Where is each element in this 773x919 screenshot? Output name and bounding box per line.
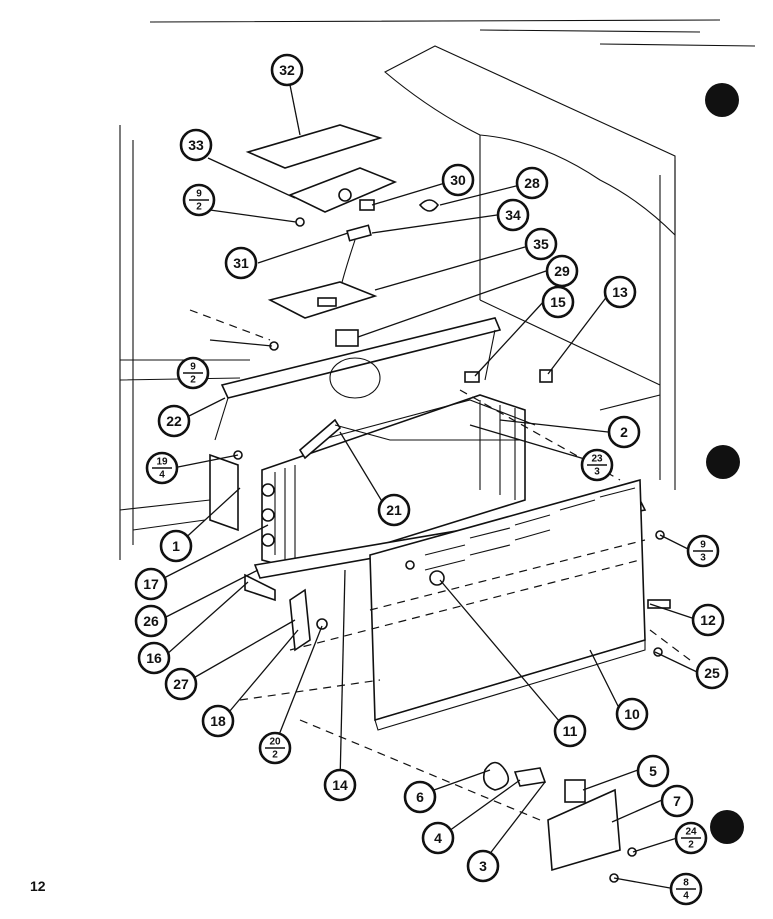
callout-24-2: 242 — [674, 821, 708, 855]
callout-15: 15 — [541, 285, 575, 319]
callout-5: 5 — [636, 754, 670, 788]
callout-top: 23 — [591, 454, 603, 465]
callout-top: 20 — [269, 737, 281, 748]
callout-4: 4 — [421, 821, 455, 855]
callout-bottom: 4 — [159, 470, 165, 481]
callout-35: 35 — [524, 227, 558, 261]
callout-top: 9 — [196, 189, 202, 200]
page-number: 12 — [30, 878, 46, 894]
callout-bottom: 4 — [683, 891, 689, 902]
callout-bottom: 2 — [272, 750, 278, 761]
callout-label: 28 — [524, 175, 540, 191]
callout-28: 28 — [515, 166, 549, 200]
callout-label: 3 — [479, 858, 487, 874]
callout-27: 27 — [164, 667, 198, 701]
callout-25: 25 — [695, 656, 729, 690]
callout-2: 2 — [607, 415, 641, 449]
cover-plate — [245, 124, 383, 169]
callout-31: 31 — [224, 246, 258, 280]
callout-6: 6 — [403, 780, 437, 814]
callout-9-2-b: 92 — [176, 356, 210, 390]
callout-label: 32 — [279, 62, 295, 78]
callout-14: 14 — [323, 768, 357, 802]
callout-top: 8 — [683, 878, 689, 889]
callout-23-3: 233 — [580, 448, 614, 482]
callout-9-3: 93 — [686, 534, 720, 568]
callout-19-4: 194 — [145, 451, 179, 485]
callout-bottom: 2 — [190, 375, 196, 386]
callout-label: 14 — [332, 777, 348, 793]
fan-motor-assembly — [482, 761, 637, 883]
callout-bottom: 3 — [594, 467, 600, 478]
callout-10: 10 — [615, 697, 649, 731]
callout-top: 24 — [685, 827, 697, 838]
callout-group: 32 33 92 30 28 34 31 35 29 13 15 92 22 2… — [134, 53, 729, 906]
callout-18: 18 — [201, 704, 235, 738]
callout-bottom: 2 — [688, 840, 694, 851]
callout-label: 22 — [166, 413, 182, 429]
callout-29: 29 — [545, 254, 579, 288]
callout-30: 30 — [441, 163, 475, 197]
callout-7: 7 — [660, 784, 694, 818]
callout-16: 16 — [137, 641, 171, 675]
callout-label: 26 — [143, 613, 159, 629]
callout-label: 2 — [620, 424, 628, 440]
callout-9-2-a: 92 — [182, 183, 216, 217]
callout-label: 16 — [146, 650, 162, 666]
scan-edge — [149, 19, 756, 47]
callout-34: 34 — [496, 198, 530, 232]
callout-top: 9 — [700, 540, 706, 551]
callout-label: 12 — [700, 612, 716, 628]
callout-label: 27 — [173, 676, 189, 692]
callout-11: 11 — [553, 714, 587, 748]
callout-label: 6 — [416, 789, 424, 805]
callout-label: 11 — [563, 723, 578, 739]
callout-bottom: 2 — [196, 202, 202, 213]
callout-12: 12 — [691, 603, 725, 637]
callout-1: 1 — [159, 529, 193, 563]
callout-3: 3 — [466, 849, 500, 883]
callout-label: 10 — [624, 706, 640, 722]
callout-label: 34 — [505, 207, 521, 223]
binder-hole-middle — [706, 445, 740, 479]
callout-top: 9 — [190, 362, 196, 373]
callout-label: 1 — [172, 538, 180, 554]
callout-label: 5 — [649, 763, 657, 779]
callout-label: 17 — [143, 576, 159, 592]
callout-label: 15 — [550, 294, 566, 310]
callout-20-2: 202 — [258, 731, 292, 765]
binder-hole-top — [705, 83, 739, 117]
binder-hole-bottom — [710, 810, 744, 844]
evaporator-cover — [214, 317, 502, 441]
callout-label: 18 — [210, 713, 226, 729]
rear-panel — [369, 478, 646, 731]
callout-top: 19 — [156, 457, 168, 468]
callout-bottom: 3 — [700, 553, 706, 564]
callout-label: 35 — [533, 236, 549, 252]
callout-label: 29 — [554, 263, 570, 279]
callout-32: 32 — [270, 53, 304, 87]
callout-33: 33 — [179, 128, 213, 162]
callout-label: 4 — [434, 830, 442, 846]
callout-label: 31 — [233, 255, 249, 271]
callout-26: 26 — [134, 604, 168, 638]
callout-21: 21 — [377, 493, 411, 527]
callout-label: 7 — [673, 793, 681, 809]
callout-label: 33 — [188, 137, 204, 153]
callout-label: 30 — [450, 172, 466, 188]
callout-label: 25 — [704, 665, 720, 681]
callout-8-4: 84 — [669, 872, 703, 906]
cabinet-outline — [119, 45, 676, 560]
callout-13: 13 — [603, 275, 637, 309]
leader-lines — [159, 84, 698, 889]
callout-label: 21 — [386, 502, 402, 518]
callout-22: 22 — [157, 404, 191, 438]
callout-label: 13 — [612, 284, 628, 300]
callout-17: 17 — [134, 567, 168, 601]
